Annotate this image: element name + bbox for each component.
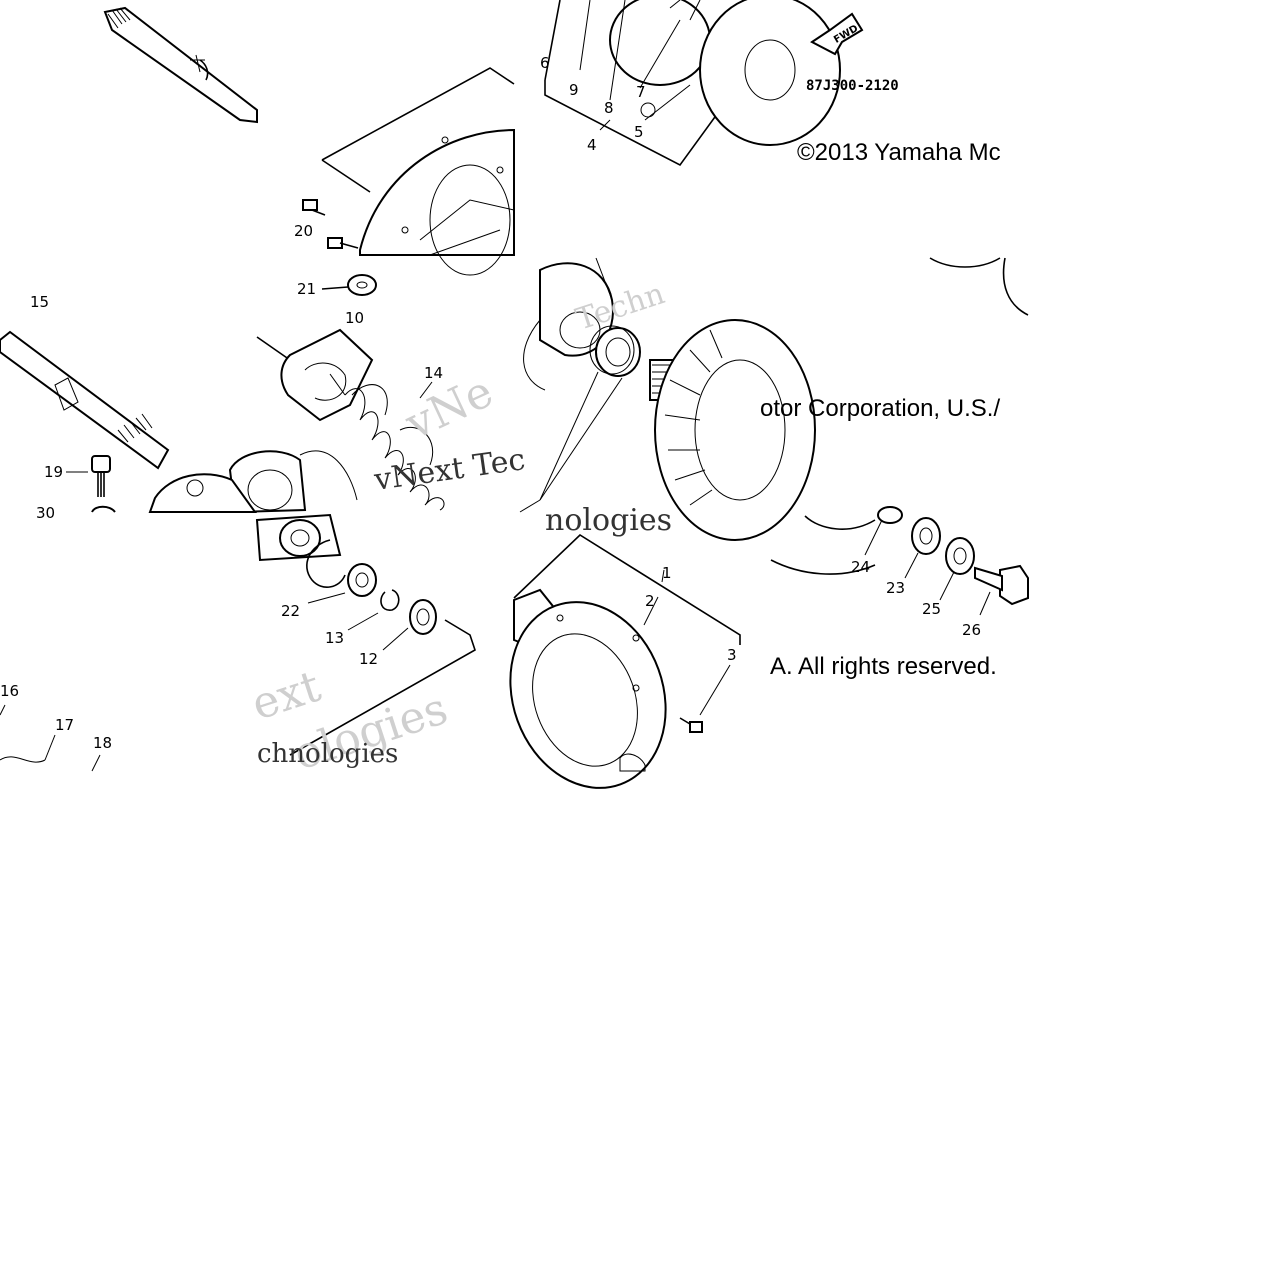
circlip-22-illustration	[306, 539, 346, 588]
bracket-line	[289, 619, 476, 756]
bolt-19	[66, 455, 111, 497]
callout-12: 12	[359, 650, 378, 668]
callout-labels: 1 2 3 4 5 6 7 8 9 10 12 13 14 15 16 17 1…	[0, 54, 981, 752]
callout-3: 3	[727, 646, 737, 664]
callout-24: 24	[851, 558, 870, 576]
callout-9: 9	[569, 81, 579, 99]
callout-6: 6	[540, 54, 550, 72]
bearing-illustration	[255, 513, 342, 562]
spacer-24	[877, 506, 903, 524]
housing-illustration	[523, 257, 614, 391]
callout-18: 18	[93, 734, 112, 752]
vaned-sheave-illustration	[654, 319, 816, 541]
bracket-line	[513, 533, 741, 645]
bolt-26	[974, 564, 1029, 616]
callout-17: 17	[55, 716, 74, 734]
callout-23: 23	[886, 579, 905, 597]
washer-hole	[416, 608, 430, 626]
copyright-line-1: ©2013 Yamaha Mc	[797, 139, 1001, 166]
bushing-illustration	[589, 325, 641, 377]
washer-hole	[355, 572, 369, 588]
callout-13: 13	[325, 629, 344, 647]
leader-line	[307, 592, 346, 604]
disc-edge-illustration	[804, 515, 876, 530]
callout-21: 21	[297, 280, 316, 298]
washer-23	[911, 517, 941, 555]
callout-8: 8	[604, 99, 614, 117]
washer-13a	[347, 563, 377, 597]
leader-line	[904, 552, 919, 579]
part-30-illustration	[91, 505, 116, 513]
leader-line	[864, 519, 883, 556]
callout-30: 30	[36, 504, 55, 522]
callout-19: 19	[44, 463, 63, 481]
arc-illustration	[929, 257, 1001, 268]
circlip-13-illustration	[380, 589, 400, 611]
leader-line	[347, 612, 379, 631]
leader-line	[382, 627, 409, 651]
plate-2-illustration	[509, 601, 667, 789]
copyright-line-2: otor Corporation, U.S./	[760, 395, 1000, 422]
callout-20: 20	[294, 222, 313, 240]
hub-16-illustration	[148, 473, 257, 513]
arc-illustration	[1002, 257, 1029, 316]
callout-22: 22	[281, 602, 300, 620]
washer-25	[945, 537, 975, 575]
callout-15: 15	[30, 293, 49, 311]
part-code: 87J300-2120	[806, 78, 899, 94]
leader-line	[44, 734, 56, 761]
callout-4: 4	[587, 136, 597, 154]
leader-line	[539, 371, 599, 501]
bolt-3	[679, 664, 731, 733]
top-assembly-illustration	[544, 0, 841, 167]
copyright-line-3: A. All rights reserved.	[770, 653, 997, 680]
disc-edge-illustration	[770, 559, 876, 575]
callout-16: 16	[0, 682, 19, 700]
leader-line	[0, 704, 6, 716]
callout-5: 5	[634, 123, 644, 141]
watermark-7: vNe	[397, 366, 500, 450]
callout-10: 10	[345, 309, 364, 327]
washer-12	[409, 599, 437, 635]
leader-line	[539, 377, 623, 501]
part-17-illustration	[0, 756, 46, 763]
cam-10-illustration	[256, 328, 374, 422]
washer-hole	[953, 547, 967, 565]
shaft-15-illustration	[0, 330, 170, 470]
watermark-3: nologies	[545, 503, 672, 538]
callout-2: 2	[645, 592, 655, 610]
leader-line	[519, 499, 541, 513]
leader-line	[91, 754, 101, 772]
callout-14: 14	[424, 364, 443, 382]
washer-21	[321, 274, 377, 296]
callout-25: 25	[922, 600, 941, 618]
leader-line	[643, 596, 659, 626]
callout-1: 1	[662, 564, 672, 582]
callout-7: 7	[636, 83, 646, 101]
hub-lower-tile6	[228, 450, 358, 514]
washer-hole	[919, 527, 933, 545]
leader-line	[939, 571, 955, 601]
bolt-20	[302, 199, 359, 249]
callout-26: 26	[962, 621, 981, 639]
sheave-plate-illustration	[321, 67, 515, 276]
leader-line	[661, 569, 665, 583]
shaft-top-illustration	[103, 6, 258, 124]
watermark-4: ext	[246, 661, 327, 731]
spring-14-illustration	[344, 381, 445, 511]
watermark-6: chnologies	[257, 739, 398, 769]
